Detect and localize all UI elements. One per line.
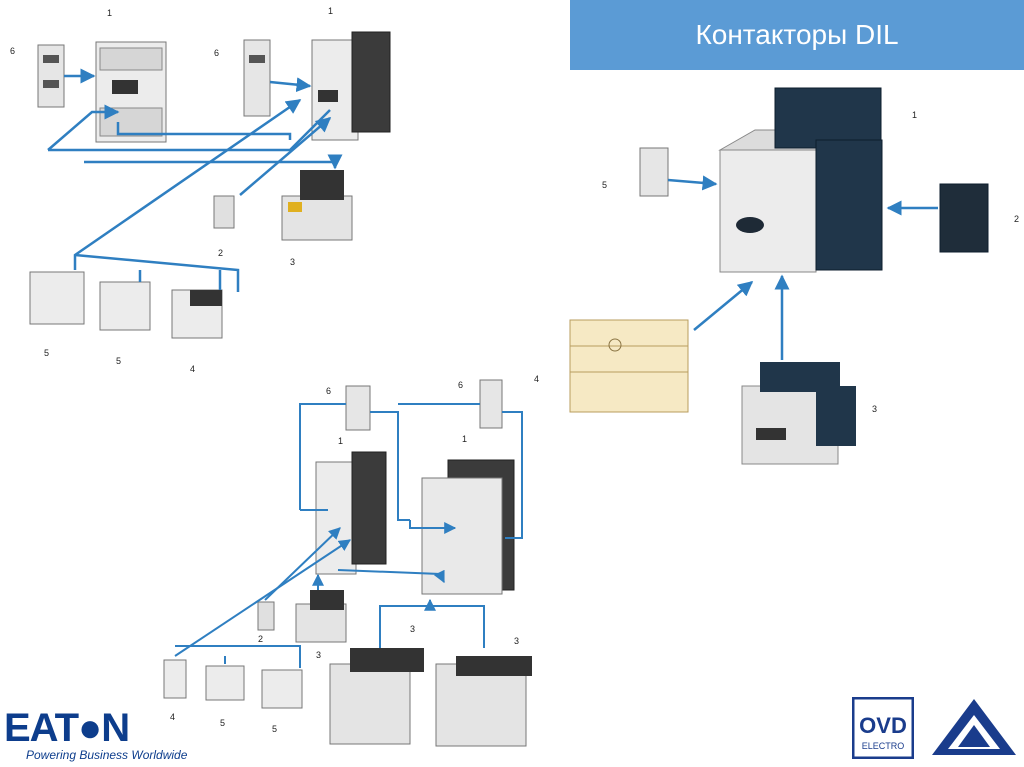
aux-side-contact-5-right <box>640 148 668 196</box>
label-5-d: 5 <box>272 724 277 734</box>
label-4-right: 4 <box>534 374 539 384</box>
label-2-b: 2 <box>258 634 263 644</box>
ovd-logo-subtext: ELECTRO <box>862 741 905 751</box>
ovd-electro-logo: OVD ELECTRO <box>852 697 914 759</box>
label-5-right: 5 <box>602 180 607 190</box>
suppressor-module-2-a <box>214 196 234 228</box>
label-2-a: 2 <box>218 248 223 258</box>
aux-side-contact-6-b <box>244 40 270 116</box>
overload-relay-3-c <box>330 648 424 744</box>
contactor-large-1-right <box>720 88 882 272</box>
label-6-c: 6 <box>326 386 331 396</box>
label-6-b: 6 <box>214 48 219 58</box>
label-4-b: 4 <box>170 712 175 722</box>
label-5-a: 5 <box>44 348 49 358</box>
label-6-d: 6 <box>458 380 463 390</box>
label-3-c: 3 <box>410 624 415 634</box>
label-3-a: 3 <box>290 257 295 267</box>
aux-front-block-5-a <box>30 272 84 324</box>
eaton-tagline: Powering Business Worldwide <box>26 748 187 762</box>
label-1-a: 1 <box>107 8 112 18</box>
label-1-b: 1 <box>328 6 333 16</box>
label-5-b: 5 <box>116 356 121 366</box>
label-3-b: 3 <box>316 650 321 660</box>
overload-relay-3-d <box>436 656 532 746</box>
contactor-small-1-a <box>96 42 166 142</box>
label-6-a: 6 <box>10 46 15 56</box>
eaton-logo: EAT●N <box>4 706 129 751</box>
aux-side-contact-6-a <box>38 45 64 107</box>
terminal-shroud-4-right <box>570 320 688 412</box>
coil-module-2-right <box>940 184 988 252</box>
ovd-logo-text: OVD <box>859 713 907 738</box>
label-1-d: 1 <box>462 434 467 444</box>
label-1-right: 1 <box>912 110 917 120</box>
overload-relay-3-b <box>296 590 346 642</box>
label-1-c: 1 <box>338 436 343 446</box>
suppressor-module-2-b <box>258 602 274 630</box>
aux-front-block-5-d <box>262 670 302 708</box>
aux-side-contact-6-d <box>480 380 502 428</box>
label-3-d: 3 <box>514 636 519 646</box>
aux-side-contact-6-c <box>346 386 370 430</box>
aux-front-block-5-b <box>100 282 150 330</box>
label-2-right: 2 <box>1014 214 1019 224</box>
triangle-logo <box>930 697 1018 759</box>
label-5-c: 5 <box>220 718 225 728</box>
label-4-a: 4 <box>190 364 195 374</box>
overload-relay-3-a <box>282 170 352 240</box>
overload-relay-3-right <box>742 362 856 464</box>
aux-front-block-4-b <box>164 660 186 698</box>
aux-front-block-5-c <box>206 666 244 700</box>
label-3-right: 3 <box>872 404 877 414</box>
aux-front-block-4-a <box>172 290 222 338</box>
